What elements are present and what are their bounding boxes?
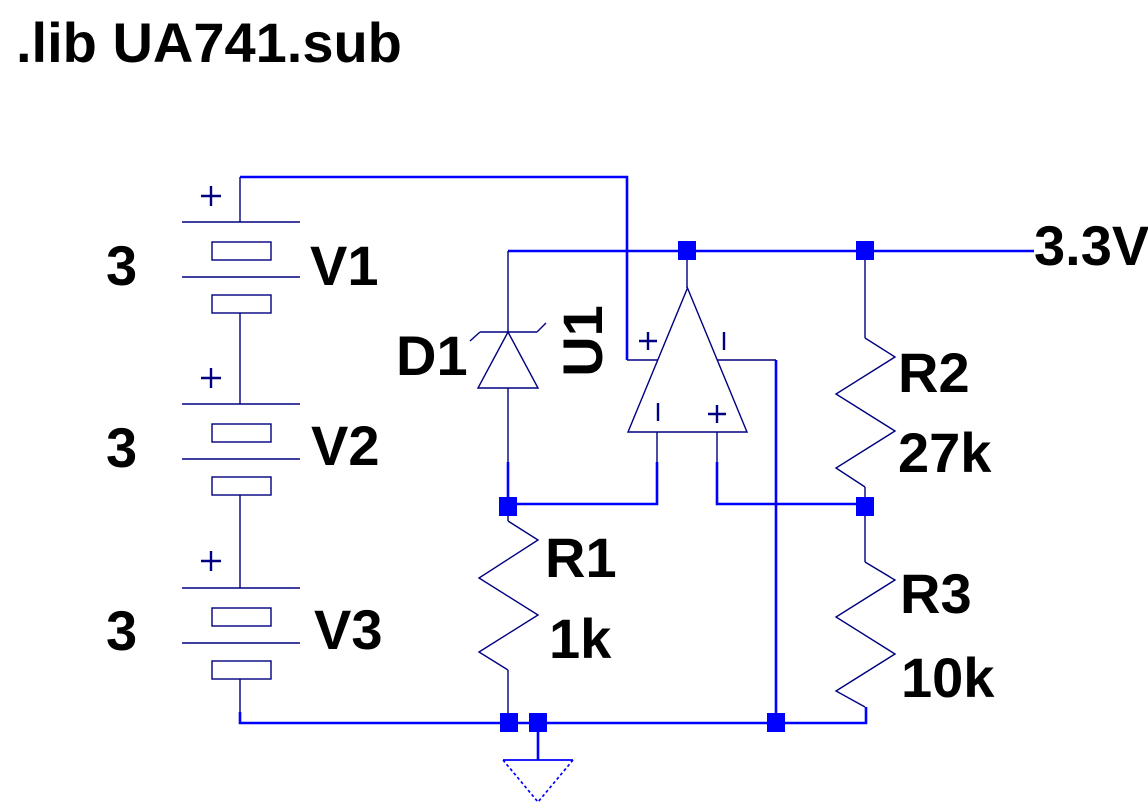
r1-value[interactable]: 1k [549, 607, 612, 670]
resistor-r1-symbol[interactable] [477, 514, 540, 714]
wire-inplus-feedback[interactable] [715, 462, 865, 506]
zener-d1-symbol[interactable] [469, 251, 547, 462]
resistor-zigzag [834, 561, 897, 708]
ground-triangle-sides [502, 759, 574, 803]
d1-label[interactable]: D1 [396, 324, 468, 387]
r2-value[interactable]: 27k [898, 421, 992, 484]
battery-cell-box [211, 660, 272, 680]
output-net-label[interactable]: 3.3V [1034, 214, 1148, 277]
junction-node [856, 497, 874, 516]
resistor-zigzag [834, 337, 897, 488]
resistor-r3-symbol[interactable] [834, 514, 897, 708]
battery-cell-box [211, 294, 272, 314]
r3-label[interactable]: R3 [900, 562, 972, 625]
resistor-r2-symbol[interactable] [834, 259, 897, 500]
battery-v2-symbol[interactable] [182, 368, 300, 588]
v2-value[interactable]: 3 [106, 416, 138, 479]
u1-label[interactable]: U1 [551, 305, 614, 377]
v1-value[interactable]: 3 [106, 234, 138, 297]
battery-cell-box [211, 423, 272, 443]
junction-nodes [499, 241, 874, 732]
r3-value[interactable]: 10k [901, 646, 995, 709]
wire-vplus-supply[interactable] [240, 175, 629, 360]
v2-label[interactable]: V2 [311, 414, 380, 477]
battery-cell-box [211, 241, 272, 261]
junction-node [678, 241, 696, 260]
wires [238, 175, 1034, 760]
opamp-vplus-mark-icon [639, 332, 657, 350]
opamp-inplus-mark-icon [708, 405, 726, 423]
spice-directive[interactable]: .lib UA741.sub [16, 11, 402, 74]
junction-node [767, 713, 785, 732]
zener-triangle [476, 330, 540, 389]
wire-ground-rail[interactable] [238, 707, 868, 725]
battery-v1-symbol[interactable] [182, 177, 300, 404]
junction-node [529, 713, 547, 732]
resistor-zigzag [477, 520, 540, 671]
junction-node [500, 713, 518, 732]
r2-label[interactable]: R2 [898, 341, 970, 404]
v1-label[interactable]: V1 [310, 234, 379, 297]
v3-label[interactable]: V3 [314, 598, 383, 661]
r1-label[interactable]: R1 [545, 526, 617, 589]
battery-cell-box [211, 607, 272, 627]
battery-v3-symbol[interactable] [182, 551, 300, 712]
battery-plus-icon [201, 186, 221, 206]
v3-value[interactable]: 3 [106, 599, 138, 662]
junction-node [856, 241, 874, 260]
battery-plus-icon [201, 368, 221, 388]
battery-plus-icon [201, 551, 221, 571]
opamp-u1-symbol[interactable] [626, 260, 776, 462]
junction-node [499, 497, 517, 516]
ground-symbol[interactable] [502, 759, 574, 803]
battery-cell-box [211, 476, 272, 496]
wire-node-to-inminus[interactable] [508, 462, 659, 506]
